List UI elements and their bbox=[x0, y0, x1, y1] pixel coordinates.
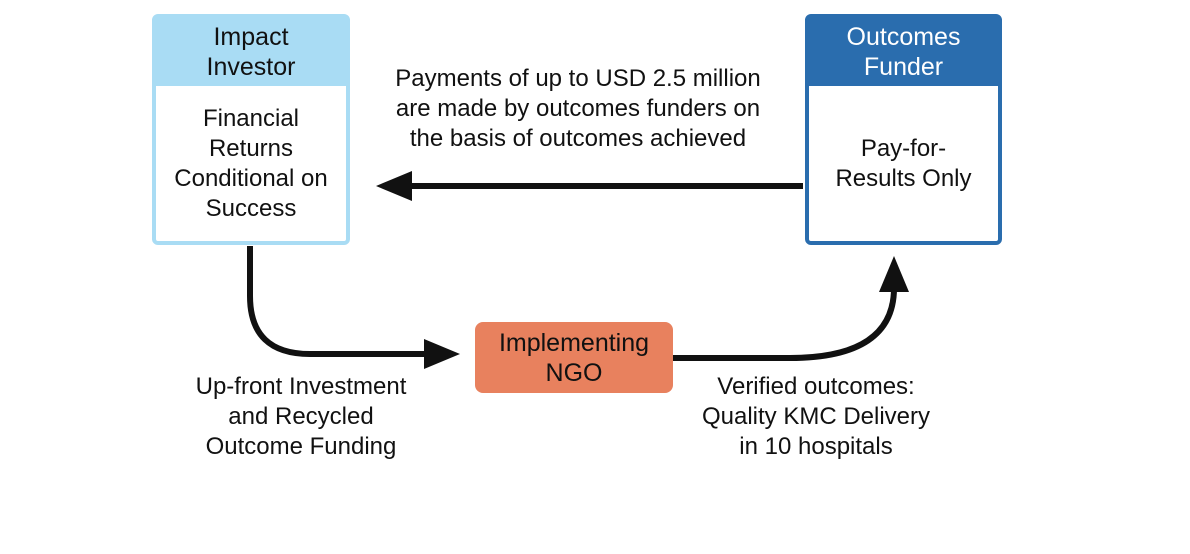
verified-outcomes-arrow bbox=[673, 256, 909, 361]
investment-note: Up-front Investment and Recycled Outcome… bbox=[195, 373, 407, 460]
impact-investor-box: Impact Investor Financial Returns Condit… bbox=[152, 14, 350, 245]
impact-investor-body: Financial Returns Conditional on Success bbox=[156, 86, 346, 241]
payment-arrow bbox=[376, 171, 803, 201]
payments-note: Payments of up to USD 2.5 million are ma… bbox=[395, 65, 761, 152]
implementing-ngo-box: Implementing NGO bbox=[475, 322, 673, 393]
impact-investor-title: Impact Investor bbox=[156, 18, 346, 86]
outcomes-funder-body: Pay-for- Results Only bbox=[809, 86, 998, 241]
investment-arrow bbox=[247, 246, 460, 369]
verified-outcomes-note: Verified outcomes: Quality KMC Delivery … bbox=[701, 373, 931, 460]
outcomes-funder-box: Outcomes Funder Pay-for- Results Only bbox=[805, 14, 1002, 245]
outcomes-funder-title: Outcomes Funder bbox=[809, 18, 998, 86]
